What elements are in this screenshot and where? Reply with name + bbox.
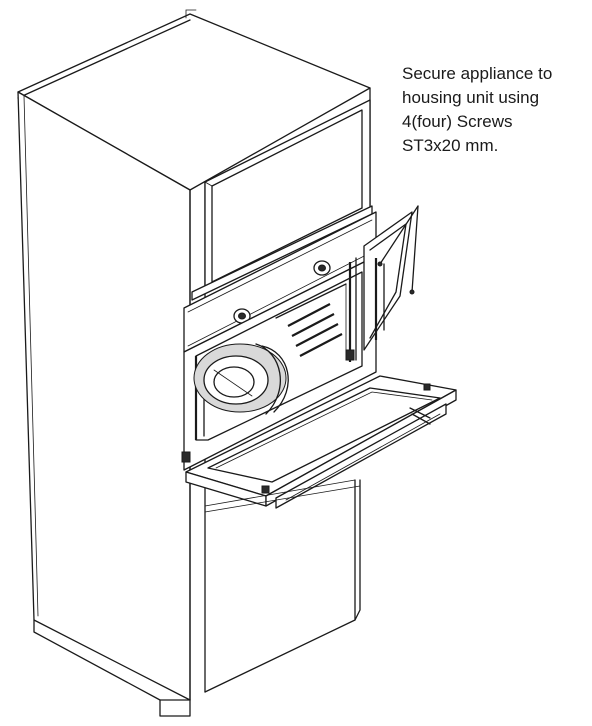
leader-line-1 xyxy=(379,205,419,265)
caption-line-4: ST3x20 mm. xyxy=(402,136,499,155)
callout-leaders xyxy=(377,205,419,295)
lower-cabinet xyxy=(204,479,361,513)
caption-line-3: 4(four) Screws xyxy=(402,112,513,131)
oven-door-window xyxy=(207,387,441,483)
oven-side-trim xyxy=(181,257,357,463)
mounting-bracket xyxy=(363,211,413,351)
caption-line-2: housing unit using xyxy=(402,88,540,107)
leader-line-2 xyxy=(411,205,419,293)
caption-line-1: Secure appliance to xyxy=(402,64,553,83)
upper-compartment xyxy=(191,99,373,301)
instruction-caption: Secure appliance to housing unit using 4… xyxy=(402,62,588,158)
cabinet-left-side xyxy=(17,91,191,701)
built-in-oven xyxy=(181,211,457,509)
oven-door-open xyxy=(185,375,457,509)
oven-rack-guides xyxy=(275,283,347,357)
oven-knob-left xyxy=(233,308,251,324)
oven-fan-cover xyxy=(193,343,289,415)
oven-knob-right xyxy=(313,260,331,276)
